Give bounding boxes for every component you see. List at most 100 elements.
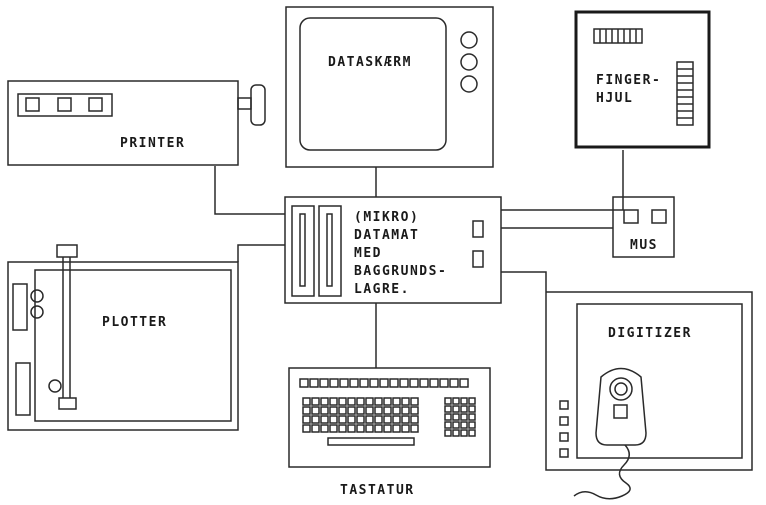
keyboard-key xyxy=(320,379,328,387)
keyboard-key xyxy=(445,430,451,436)
digitizer-button xyxy=(560,417,568,425)
keyboard-key xyxy=(410,379,418,387)
keyboard-key xyxy=(321,416,328,423)
keyboard-key xyxy=(453,406,459,412)
keyboard-key xyxy=(460,379,468,387)
keyboard-key xyxy=(453,398,459,404)
keyboard-key xyxy=(411,425,418,432)
keyboard-key xyxy=(393,416,400,423)
keyboard-key xyxy=(303,398,310,405)
fingerhjul: FINGER- HJUL xyxy=(576,12,709,147)
keyboard-key xyxy=(357,407,364,414)
keyboard-key xyxy=(445,414,451,420)
keyboard-key xyxy=(339,398,346,405)
horizontal-wheel-ridges xyxy=(600,29,636,43)
keyboard-key xyxy=(360,379,368,387)
keyboard-key xyxy=(375,407,382,414)
keyboard-key xyxy=(339,425,346,432)
monitor-label: DATASKÆRM xyxy=(328,55,412,70)
monitor-knob xyxy=(461,32,477,48)
digitizer-puck xyxy=(596,369,646,446)
plotter-arm-top xyxy=(57,245,77,257)
keyboard-key xyxy=(402,407,409,414)
keyboard-key xyxy=(461,430,467,436)
vertical-wheel xyxy=(677,62,693,125)
computer-label-line1: (MIKRO) xyxy=(354,210,419,225)
keyboard-key xyxy=(330,398,337,405)
vertical-wheel-ridges xyxy=(677,69,693,118)
keyboard-key xyxy=(375,416,382,423)
printer-label: PRINTER xyxy=(120,136,185,151)
keyboard-key xyxy=(430,379,438,387)
keyboard-key xyxy=(357,398,364,405)
keyboard-key xyxy=(366,425,373,432)
mouse-button xyxy=(652,210,666,223)
keyboard-key xyxy=(312,425,319,432)
keyboard-key xyxy=(393,425,400,432)
keyboard-key xyxy=(321,407,328,414)
mouse-button xyxy=(624,210,638,223)
keyboard-key xyxy=(312,416,319,423)
printer: PRINTER xyxy=(8,81,265,165)
keyboard-key xyxy=(393,407,400,414)
keyboard-key xyxy=(440,379,448,387)
puck-cable xyxy=(574,445,630,499)
drive-slot-opening xyxy=(327,214,332,286)
keyboard-key xyxy=(357,416,364,423)
keyboard-key xyxy=(469,406,475,412)
plotter-side-slot xyxy=(16,363,30,415)
keyboard-key xyxy=(469,422,475,428)
plotter-side-slot xyxy=(13,284,27,330)
keyboard-key xyxy=(339,407,346,414)
plotter-label: PLOTTER xyxy=(102,315,167,330)
digitizer-button xyxy=(560,433,568,441)
drive-slot xyxy=(292,206,314,296)
link-plotter xyxy=(238,245,285,262)
mouse: MUS xyxy=(613,197,674,257)
indicator-light xyxy=(473,251,483,267)
keyboard-key xyxy=(411,398,418,405)
keyboard-key xyxy=(384,398,391,405)
digitizer-button xyxy=(560,449,568,457)
keyboard-key xyxy=(384,407,391,414)
link-fingerhjul xyxy=(501,150,623,210)
keyboard-key xyxy=(312,398,319,405)
keyboard-main-keys xyxy=(303,398,418,432)
keyboard-key xyxy=(339,416,346,423)
printer-knob xyxy=(238,98,251,109)
plotter-arm-bottom xyxy=(59,398,76,409)
monitor-knob xyxy=(461,76,477,92)
keyboard-key xyxy=(453,422,459,428)
keyboard-key xyxy=(366,416,373,423)
fingerhjul-label-line1: FINGER- xyxy=(596,73,661,88)
monitor: DATASKÆRM xyxy=(286,7,493,167)
keyboard-key xyxy=(380,379,388,387)
keyboard-key xyxy=(348,398,355,405)
keyboard-label: TASTATUR xyxy=(340,483,415,498)
keyboard-function-row xyxy=(300,379,468,387)
keyboard-key xyxy=(321,425,328,432)
keyboard-key xyxy=(330,379,338,387)
keyboard-key xyxy=(469,398,475,404)
puck-button xyxy=(614,405,627,418)
computer-label-line2: DATAMAT xyxy=(354,228,419,243)
digitizer-button xyxy=(560,401,568,409)
keyboard-key xyxy=(420,379,428,387)
keyboard-key xyxy=(330,425,337,432)
keyboard-key xyxy=(384,425,391,432)
keyboard-key xyxy=(375,425,382,432)
keyboard-numpad xyxy=(445,398,475,436)
plotter-knob xyxy=(49,380,61,392)
keyboard-key xyxy=(393,398,400,405)
keyboard-key xyxy=(330,407,337,414)
keyboard-key xyxy=(303,407,310,414)
keyboard-spacebar xyxy=(328,438,414,445)
keyboard-key xyxy=(384,416,391,423)
keyboard-key xyxy=(366,398,373,405)
keyboard-key xyxy=(348,407,355,414)
drive-slot xyxy=(319,206,341,296)
keyboard-key xyxy=(321,398,328,405)
keyboard-key xyxy=(310,379,318,387)
keyboard-key xyxy=(402,416,409,423)
